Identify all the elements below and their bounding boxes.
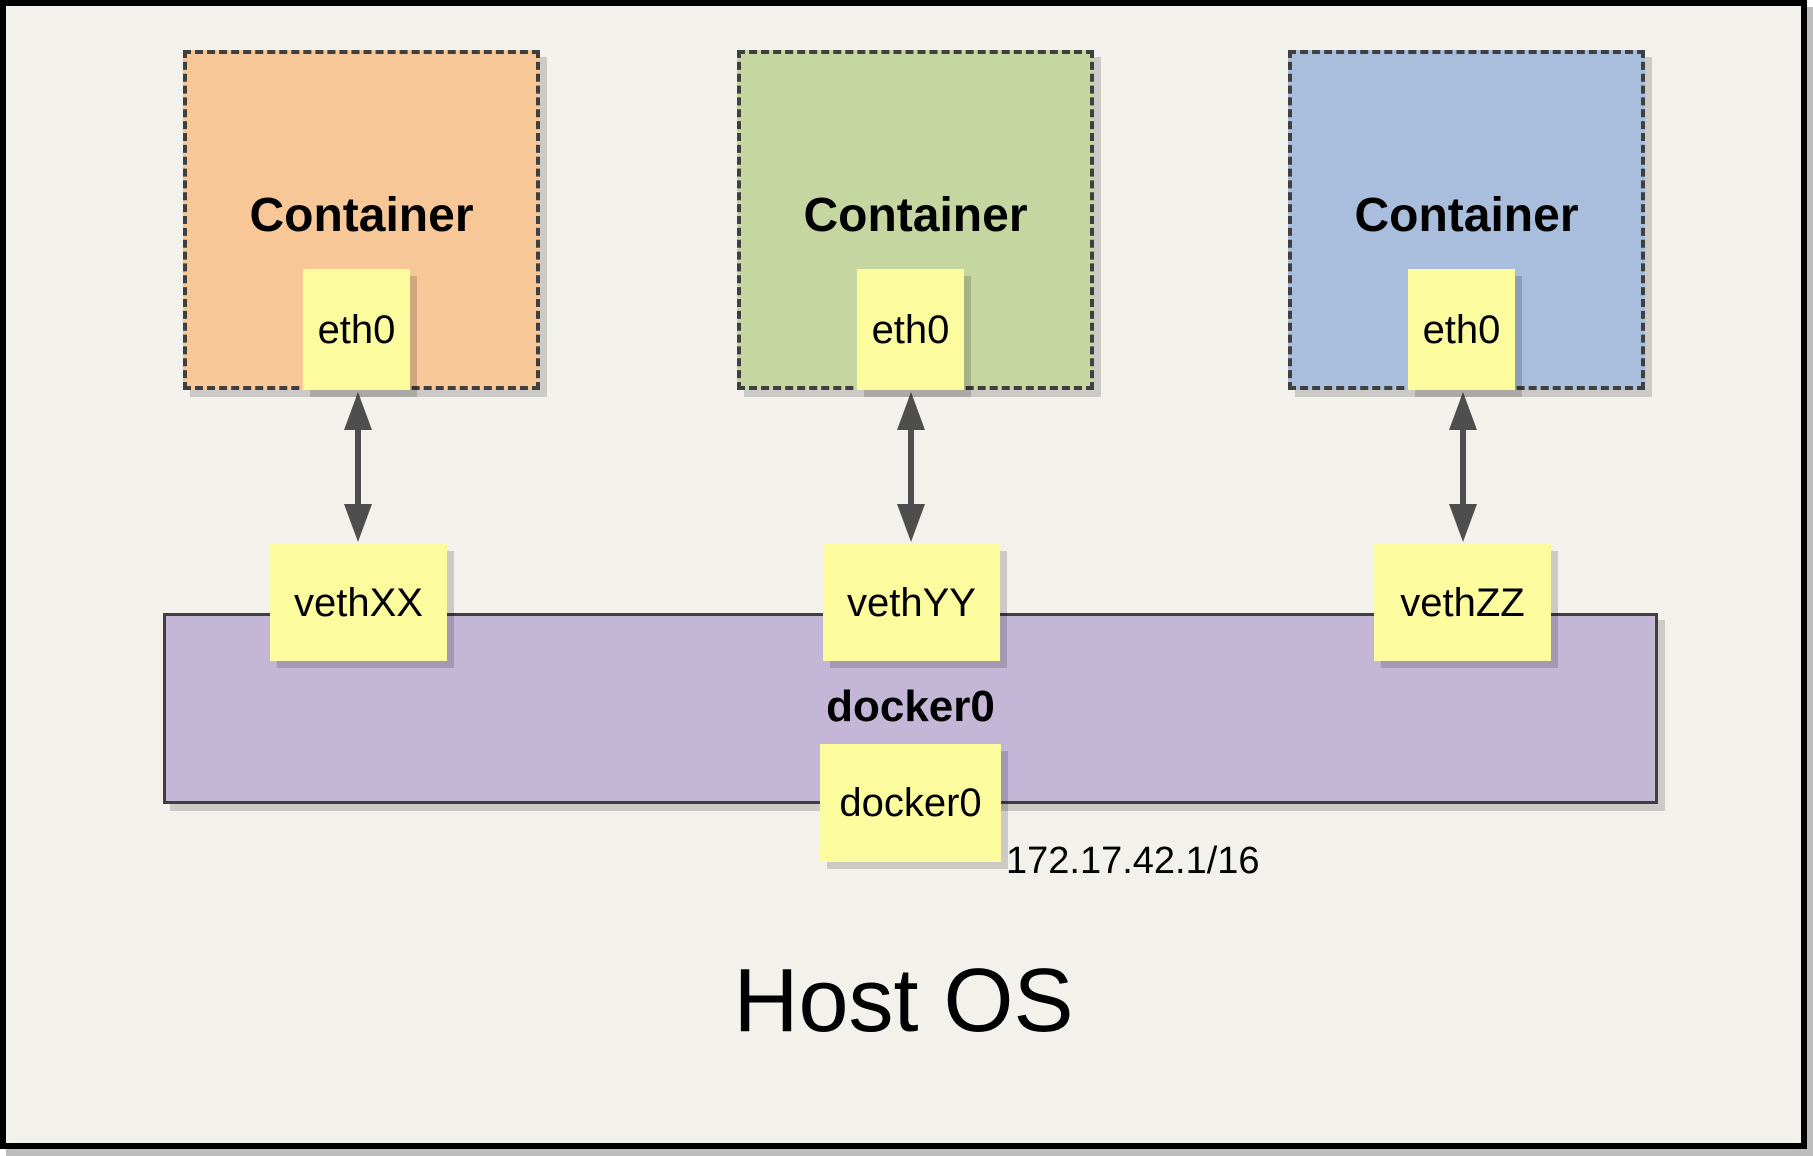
veth-label-3: vethZZ [1400, 580, 1525, 625]
host-os-label: Host OS [733, 951, 1074, 1051]
veth-arrow-2 [897, 392, 925, 542]
eth0-label-1: eth0 [317, 307, 396, 352]
veth-arrow-3 [1449, 392, 1477, 542]
veth-box-2: vethYY [823, 544, 1000, 661]
veth-arrow-1 [344, 392, 372, 542]
docker0-interface-box: docker0 [820, 744, 1001, 862]
veth-box-1: vethXX [270, 544, 447, 661]
eth0-label-2: eth0 [871, 307, 950, 352]
container-title-3: Container [1354, 189, 1579, 242]
veth-box-3: vethZZ [1374, 544, 1551, 661]
eth0-label-3: eth0 [1422, 307, 1501, 352]
veth-label-1: vethXX [294, 580, 423, 625]
bridge-ip-label: 172.17.42.1/16 [1006, 840, 1260, 882]
container-title-2: Container [803, 189, 1028, 242]
eth0-interface-box-1: eth0 [303, 269, 410, 390]
eth0-interface-box-3: eth0 [1408, 269, 1515, 390]
docker0-interface-label: docker0 [839, 781, 982, 825]
container-title-1: Container [249, 189, 474, 242]
eth0-interface-box-2: eth0 [857, 269, 964, 390]
docker0-bridge-label: docker0 [826, 682, 995, 731]
veth-label-2: vethYY [847, 580, 976, 625]
